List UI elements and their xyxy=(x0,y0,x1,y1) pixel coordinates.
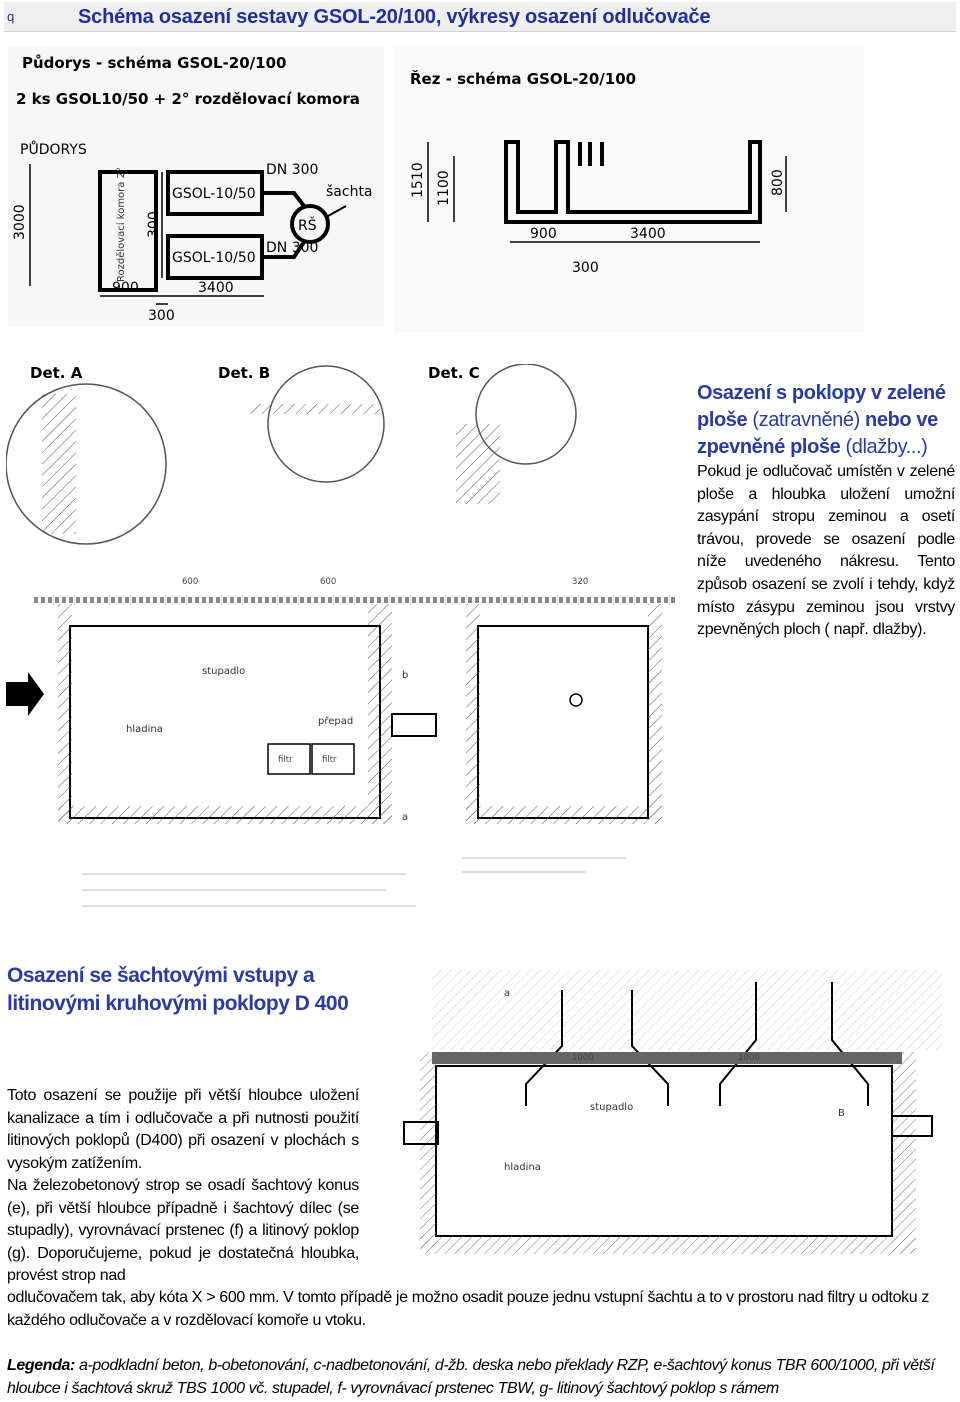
section1-head-bold-1: Osazení s poklopy v zelené ploše xyxy=(697,382,946,431)
dim-320: 320 xyxy=(572,577,588,587)
section-title: Řez - schéma GSOL-20/100 xyxy=(410,69,636,88)
shaft-note-b: B xyxy=(838,1108,845,1119)
det-b-label: Det. B xyxy=(218,364,270,382)
plan-dim-3000: 3000 xyxy=(12,204,28,240)
section-drawing: Řez - schéma GSOL-20/100 1510 1100 800 9… xyxy=(394,46,864,332)
section1-head-normal-1: (zatravněné) xyxy=(747,409,866,431)
inlet-arrow-icon xyxy=(6,672,44,716)
note-a: a xyxy=(402,812,408,823)
page-title: Schéma osazení sestavy GSOL-20/100, výkr… xyxy=(78,6,711,28)
section2-heading: Osazení se šachtovými vstupy a litinovým… xyxy=(7,964,349,1015)
separator-bottom-label: GSOL-10/50 xyxy=(172,250,256,266)
shaft-note-a: a xyxy=(504,988,510,999)
label-stupadlo: stupadlo xyxy=(202,666,245,677)
section2-text: Toto osazení se použije při větší hloubc… xyxy=(7,1085,359,1288)
label-hladina: hladina xyxy=(126,724,163,735)
section-dim-900: 900 xyxy=(530,226,557,242)
section-dim-1510: 1510 xyxy=(410,162,426,198)
plan-view-label: PŮDORYS xyxy=(20,140,87,158)
detail-b-circle xyxy=(267,365,385,483)
section-profile xyxy=(504,140,762,224)
label-prepad: přepad xyxy=(318,715,353,727)
section-drawing-svg: Řez - schéma GSOL-20/100 1510 1100 800 9… xyxy=(394,46,864,332)
manhole-label: šachta xyxy=(326,184,373,200)
section2-para1: Toto osazení se použije při větší hloubc… xyxy=(7,1087,359,1172)
plan-dim-3400: 3400 xyxy=(198,280,234,296)
dim-600-2: 600 xyxy=(320,577,336,587)
pipe-top-label: DN 300 xyxy=(266,162,318,178)
plan-drawing-svg: Půdorys - schéma GSOL-20/100 2 ks GSOL10… xyxy=(8,46,384,326)
shaft-dim-1000-2: 1000 xyxy=(738,1053,760,1063)
legend-text: a-podkladní beton, b-obetonování, c-nadb… xyxy=(7,1357,935,1397)
pipe-bottom-label: DN 300 xyxy=(266,240,318,256)
page-header: q Schéma osazení sestavy GSOL-20/100, vý… xyxy=(4,2,956,32)
plan-drawing: Půdorys - schéma GSOL-20/100 2 ks GSOL10… xyxy=(8,46,384,326)
section-dim-300: 300 xyxy=(572,260,599,276)
shaft-drawing-svg: 1000 1000 stupadlo hladina a B xyxy=(376,956,944,1278)
installation-detail-svg: Det. A Det. B Det. C 600 600 320 stupadl… xyxy=(6,364,678,926)
rs-label: RŠ xyxy=(298,216,317,234)
dim-600-1: 600 xyxy=(182,577,198,587)
detail-c-circle xyxy=(475,364,577,465)
note-b: b xyxy=(402,670,408,681)
section-dim-1100: 1100 xyxy=(436,170,452,206)
section1-heading: Osazení s poklopy v zelené ploše (zatrav… xyxy=(697,380,955,461)
detail-a-circle xyxy=(6,383,167,545)
section-dim-800: 800 xyxy=(770,169,786,196)
rs-manhole xyxy=(290,204,330,244)
chamber-box xyxy=(98,170,158,292)
det-a-label: Det. A xyxy=(30,364,83,382)
chamber-label: Rozdělovací komora 2° xyxy=(115,167,127,282)
section1-text: Pokud je odlučovač umístěn v zelené ploš… xyxy=(697,463,955,639)
shaft-label-hladina: hladina xyxy=(504,1162,541,1173)
shaft-dim-1000-1: 1000 xyxy=(572,1053,594,1063)
separator-top-label: GSOL-10/50 xyxy=(172,186,256,202)
header-marker: q xyxy=(7,9,15,24)
label-filtr-1: filtr xyxy=(278,755,293,765)
section1-head-bold-2: nebo ve zpevněné ploše xyxy=(697,409,938,458)
shaft-label-stupadlo: stupadlo xyxy=(590,1102,633,1113)
section2-para2: Na železobetonový strop se osadí šachtov… xyxy=(7,1177,359,1284)
section2-wide-text: odlučovačem tak, aby kóta X > 600 mm. V … xyxy=(7,1289,930,1329)
legend: Legenda: a-podkladní beton, b-obetonován… xyxy=(7,1354,957,1400)
section1-head-normal-2: (dlažby...) xyxy=(840,436,928,458)
det-c-label: Det. C xyxy=(428,364,480,382)
shaft-drawing: 1000 1000 stupadlo hladina a B xyxy=(376,956,944,1278)
plan-subtitle: 2 ks GSOL10/50 + 2° rozdělovací komora xyxy=(16,90,360,108)
installation-detail-drawing: Det. A Det. B Det. C 600 600 320 stupadl… xyxy=(6,364,678,926)
plan-dim-300-v: 300 xyxy=(146,211,162,238)
legend-label: Legenda: xyxy=(7,1357,75,1374)
section-dim-3400: 3400 xyxy=(630,226,666,242)
plan-dim-300-h: 300 xyxy=(148,308,175,324)
plan-dim-900: 900 xyxy=(112,280,139,296)
plan-title: Půdorys - schéma GSOL-20/100 xyxy=(22,54,286,72)
label-filtr-2: filtr xyxy=(322,755,337,765)
